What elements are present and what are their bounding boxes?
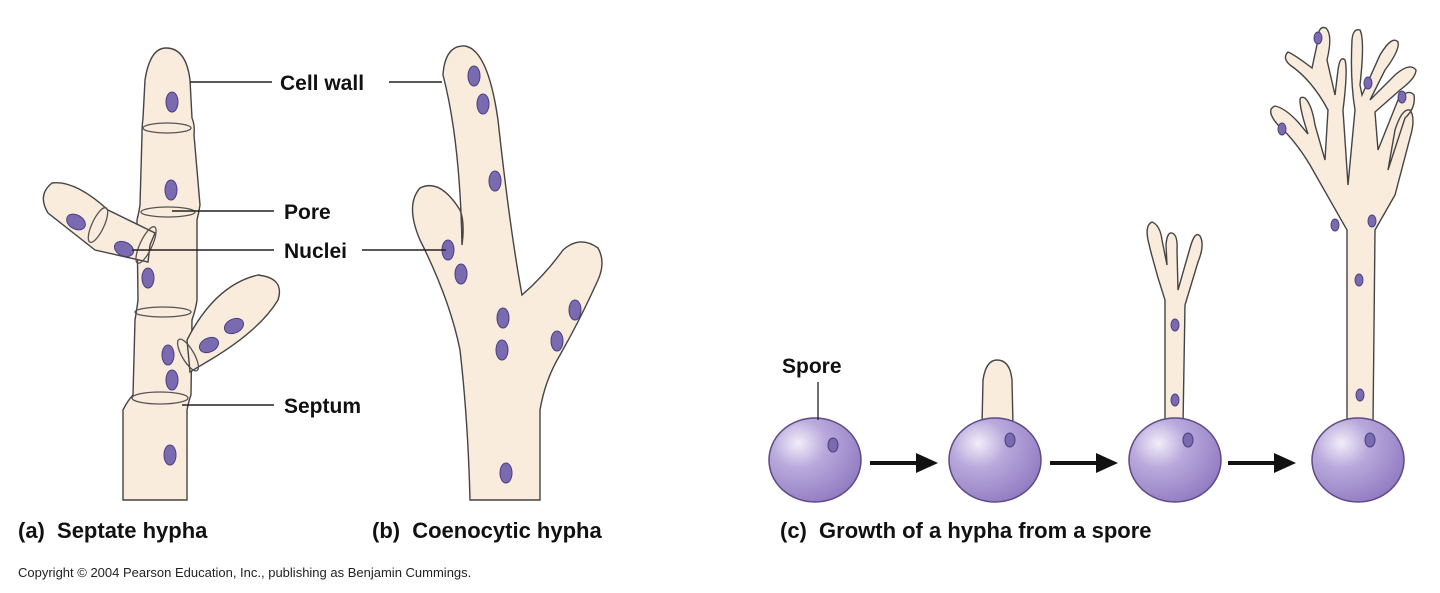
copyright-notice: Copyright © 2004 Pearson Education, Inc.… (18, 565, 471, 580)
septum-wall (135, 226, 157, 264)
mature-hypha (1270, 26, 1417, 426)
caption-letter: (a) (18, 518, 45, 543)
spore-stage-2 (948, 359, 1042, 503)
septate-hypha (42, 47, 281, 501)
caption-text: Septate hypha (57, 518, 208, 543)
label-septum: Septum (284, 395, 361, 418)
septum-wall (140, 206, 196, 218)
callouts: Cell wall Pore Nuclei Septum (132, 72, 446, 418)
septate-stem (122, 47, 201, 501)
nucleus (1170, 318, 1180, 332)
nucleus (1277, 122, 1287, 136)
nucleus (1354, 273, 1364, 287)
nucleus (141, 267, 155, 289)
caption-coenocytic: (b) Coenocytic hypha (372, 518, 602, 543)
nucleus (223, 317, 245, 335)
nucleus (550, 330, 564, 352)
caption-text: Coenocytic hypha (412, 518, 602, 543)
caption-growth: (c) Growth of a hypha from a spore (780, 518, 1152, 543)
nucleus (467, 65, 481, 87)
nucleus (1363, 76, 1373, 90)
spore (1311, 417, 1405, 503)
arrow-head (916, 453, 938, 473)
caption-septate: (a) Septate hypha (18, 518, 208, 543)
nucleus (198, 336, 220, 354)
spore-stage-4 (1270, 26, 1417, 503)
nucleus (113, 240, 135, 258)
septum-wall (87, 206, 109, 244)
nucleus (165, 369, 179, 391)
nucleus (1330, 218, 1340, 232)
nucleus (499, 462, 513, 484)
nucleus (495, 339, 509, 361)
nucleus (1170, 393, 1180, 407)
septum-wall (142, 122, 192, 134)
nucleus (488, 170, 502, 192)
nucleus (66, 213, 86, 231)
nucleus (165, 91, 179, 113)
label-nuclei: Nuclei (284, 240, 347, 263)
caption-text: Growth of a hypha from a spore (819, 518, 1151, 543)
septum-wall (134, 306, 192, 318)
arrow-head (1096, 453, 1118, 473)
caption-letter: (c) (780, 518, 807, 543)
nucleus (1355, 388, 1365, 402)
nucleus (827, 437, 839, 453)
coenocytic-body (411, 45, 603, 501)
nucleus (476, 93, 490, 115)
nucleus (1004, 432, 1016, 448)
spore (1128, 417, 1222, 503)
nucleus (1364, 432, 1376, 448)
label-pore: Pore (284, 201, 331, 224)
septum-wall (131, 391, 189, 405)
nucleus (164, 179, 178, 201)
nucleus (163, 444, 177, 466)
label-spore: Spore (782, 355, 842, 378)
caption-letter: (b) (372, 518, 400, 543)
nucleus (1313, 31, 1323, 45)
germ-tube (981, 359, 1014, 426)
label-cell-wall: Cell wall (280, 72, 364, 95)
nucleus (161, 344, 175, 366)
spore-stage-3 (1128, 221, 1222, 503)
spore-growth-sequence: Spore (768, 26, 1417, 503)
spore (768, 417, 862, 503)
nucleus (568, 299, 582, 321)
nucleus (1397, 90, 1407, 104)
nucleus (1182, 432, 1194, 448)
coenocytic-hypha (411, 45, 603, 501)
spore (948, 417, 1042, 503)
nucleus (454, 263, 468, 285)
arrow-head (1274, 453, 1296, 473)
spore-stage-1: Spore (768, 355, 862, 503)
septum-wall (176, 338, 200, 372)
nucleus (1367, 214, 1377, 228)
nucleus (496, 307, 510, 329)
